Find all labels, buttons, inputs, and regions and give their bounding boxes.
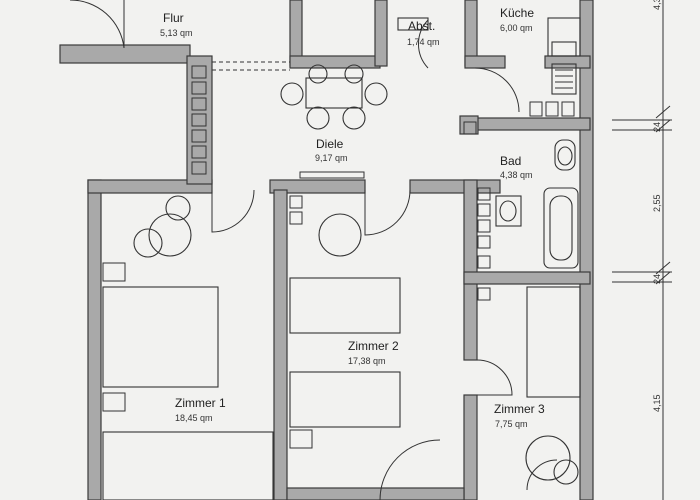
wall-bad-corner	[459, 115, 479, 135]
wall-zimmer1-zimmer2	[273, 189, 288, 500]
wall-bad-zimmer3	[463, 271, 591, 285]
wall-kueche-bottom	[464, 55, 506, 69]
room-bad-name: Bad	[500, 154, 521, 168]
wall-abst-right	[374, 0, 388, 67]
wall-flur-column	[186, 55, 213, 185]
dim-wall-a: 24	[652, 122, 662, 132]
dim-zimmer3: 4,15	[652, 394, 662, 412]
toilet	[554, 139, 576, 171]
room-diele-area: 9,17 qm	[315, 153, 348, 163]
dim-bad: 2,55	[652, 194, 662, 212]
room-labels: Flur 5,13 qm Abst. 1,74 qm Küche 6,00 qm…	[160, 6, 545, 429]
room-bad-area: 4,38 qm	[500, 170, 533, 180]
wall-flur-bottom	[59, 44, 191, 64]
dimension-lines	[612, 0, 672, 500]
dim-top: 4,3	[652, 0, 662, 10]
room-zimmer1-area: 18,45 qm	[175, 413, 213, 423]
room-zimmer3-area: 7,75 qm	[495, 419, 528, 429]
room-zimmer2-name: Zimmer 2	[348, 339, 399, 353]
room-kueche-area: 6,00 qm	[500, 23, 533, 33]
room-diele-name: Diele	[316, 137, 344, 151]
bathtub	[543, 187, 579, 269]
room-zimmer2-area: 17,38 qm	[348, 356, 386, 366]
furniture	[102, 17, 581, 500]
wall-zimmer2-zimmer3-upper	[463, 179, 478, 361]
room-abst-area: 1,74 qm	[407, 37, 440, 47]
wall-zimmer2-zimmer3-lower	[463, 394, 478, 500]
wall-right-exterior	[579, 0, 594, 500]
room-flur-name: Flur	[163, 11, 184, 25]
room-flur-area: 5,13 qm	[160, 28, 193, 38]
doors	[70, 0, 558, 500]
wall-zimmer1-top	[87, 179, 213, 194]
room-zimmer1-name: Zimmer 1	[175, 396, 226, 410]
wall-pier-blocks	[102, 65, 575, 449]
room-abst-name: Abst.	[408, 19, 435, 33]
dimension-labels: 4,3 24 2,55 24 4,15	[652, 0, 662, 412]
room-zimmer3-name: Zimmer 3	[494, 402, 545, 416]
wall-diele-bottom-right	[409, 179, 501, 194]
wall-left-exterior	[87, 179, 102, 500]
dining-table	[305, 77, 363, 109]
room-kueche-name: Küche	[500, 6, 534, 20]
wall-zimmer1-top-right	[269, 179, 366, 194]
dim-wall-b: 24	[652, 274, 662, 284]
wall-bad-top	[463, 117, 591, 131]
wall-abst-bottom-left	[289, 55, 381, 69]
wall-zimmer2-bottom	[286, 487, 465, 500]
